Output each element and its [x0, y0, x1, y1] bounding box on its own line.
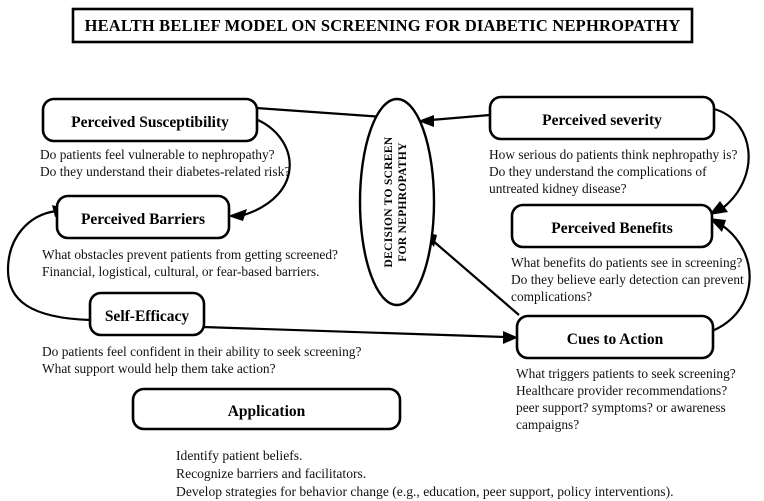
arrowhead-severity-to-decision [418, 115, 434, 127]
benefits-box [510, 203, 714, 249]
note-line: What benefits do patients see in screeni… [511, 255, 742, 270]
note-cues: What triggers patients to seek screening… [516, 366, 736, 432]
self-efficacy-box [88, 291, 206, 337]
connector-cues-to-decision [431, 239, 520, 316]
barriers-box [55, 194, 231, 240]
note-line: complications? [511, 289, 592, 304]
severity-box [488, 95, 716, 141]
decision-ellipse [358, 97, 436, 307]
note-line: Do patients feel confident in their abil… [42, 344, 361, 359]
susceptibility-box [41, 97, 259, 143]
note-severity: How serious do patients think nephropath… [489, 147, 737, 196]
note-susceptibility: Do patients feel vulnerable to nephropat… [40, 147, 290, 179]
title-box [71, 7, 694, 44]
decision-label-line2: FOR NEPHROPATHY [397, 142, 409, 262]
note-line: campaigns? [516, 417, 579, 432]
susceptibility-label: Perceived Susceptibility [71, 114, 229, 131]
application-line: Develop strategies for behavior change (… [176, 484, 674, 500]
connector-susceptibility-to-barriers [243, 119, 291, 217]
connector-selfefficacy-to-cues [202, 325, 506, 339]
note-self-efficacy: Do patients feel confident in their abil… [42, 344, 361, 376]
note-line: How serious do patients think nephropath… [489, 147, 737, 162]
cues-label: Cues to Action [567, 331, 664, 348]
note-line: What obstacles prevent patients from get… [42, 247, 338, 262]
note-line: Do they understand the complications of [489, 164, 707, 179]
connector-cues-to-benefits [711, 225, 751, 333]
box-perceived-benefits[interactable]: Perceived Benefits [510, 203, 714, 249]
note-line: peer support? symptoms? or awareness [516, 400, 726, 415]
decision-label-line1: DECISION TO SCREEN [383, 136, 395, 267]
box-perceived-severity[interactable]: Perceived severity [488, 95, 716, 141]
application-box [131, 387, 402, 431]
connector-severity-to-decision [430, 113, 491, 122]
box-perceived-barriers[interactable]: Perceived Barriers [55, 194, 231, 240]
connector-selfefficacy-to-barriers [6, 209, 91, 322]
note-line: Do they believe early detection can prev… [511, 272, 744, 287]
note-line: Financial, logistical, cultural, or fear… [42, 264, 319, 279]
arrowhead-susceptibility-to-barriers [228, 209, 247, 221]
application-line: Identify patient beliefs. [176, 448, 302, 463]
decision-node[interactable]: DECISION TO SCREEN FOR NEPHROPATHY [358, 97, 436, 307]
box-perceived-susceptibility[interactable]: Perceived Susceptibility [41, 97, 259, 143]
page-title: HEALTH BELIEF MODEL ON SCREENING FOR DIA… [85, 16, 681, 35]
self-efficacy-label: Self-Efficacy [105, 308, 190, 325]
note-barriers: What obstacles prevent patients from get… [42, 247, 338, 279]
title-banner: HEALTH BELIEF MODEL ON SCREENING FOR DIA… [71, 7, 694, 44]
note-line: untreated kidney disease? [489, 181, 627, 196]
benefits-label: Perceived Benefits [551, 220, 673, 237]
connector-severity-to-benefits [713, 107, 750, 208]
note-application: Identify patient beliefs. Recognize barr… [176, 448, 674, 500]
cues-box [515, 314, 715, 360]
note-line: Healthcare provider recommendations? [516, 383, 727, 398]
application-line: Recognize barriers and facilitators. [176, 466, 366, 481]
severity-label: Perceived severity [542, 112, 662, 129]
box-self-efficacy[interactable]: Self-Efficacy [88, 291, 206, 337]
box-application[interactable]: Application [131, 387, 402, 431]
note-line: Do they understand their diabetes-relate… [40, 164, 290, 179]
barriers-label: Perceived Barriers [81, 211, 205, 228]
application-label: Application [228, 403, 306, 420]
box-cues-to-action[interactable]: Cues to Action [515, 314, 715, 360]
arrowhead-selfefficacy-to-cues [503, 331, 518, 344]
arrowhead-severity-to-benefits [709, 201, 728, 215]
note-benefits: What benefits do patients see in screeni… [511, 255, 744, 304]
note-line: What triggers patients to seek screening… [516, 366, 736, 381]
note-line: What support would help them take action… [42, 361, 276, 376]
note-line: Do patients feel vulnerable to nephropat… [40, 147, 275, 162]
